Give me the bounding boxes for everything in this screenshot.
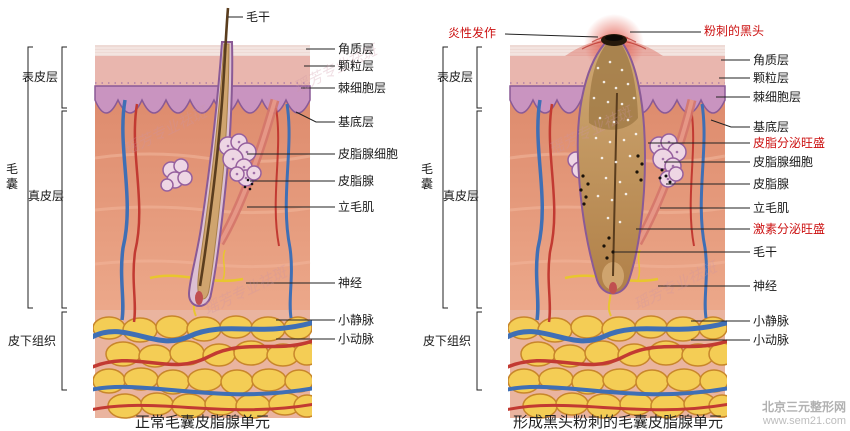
site-watermark: 北京三元整形网 www.sem21.com — [730, 398, 846, 427]
p2-label-stratum-spinosum: 棘细胞层 — [753, 90, 802, 104]
p1-label-stratum-spinosum: 棘细胞层 — [338, 81, 387, 95]
p1-label-dermis: 真皮层 — [28, 189, 65, 203]
p2-label-dermis: 真皮层 — [443, 189, 480, 203]
comedone-follicle — [576, 39, 647, 295]
p1-label-epidermis: 表皮层 — [22, 70, 59, 84]
p1-label-sebaceous-cells: 皮脂腺细胞 — [338, 147, 399, 161]
blackhead-plug — [601, 34, 627, 46]
p2-label-stratum-corneum: 角质层 — [753, 53, 790, 67]
site-watermark-name: 北京三元整形网 — [761, 400, 846, 414]
hair-shaft — [198, 7, 230, 287]
p2-label-epidermis: 表皮层 — [437, 70, 474, 84]
p1-label-follicle: 毛囊 — [5, 162, 18, 191]
p1-label-arrector-pili: 立毛肌 — [338, 200, 375, 214]
p2-label-arteriole: 小动脉 — [753, 333, 790, 347]
p2-label-arrector-pili: 立毛肌 — [753, 201, 790, 215]
p1-label-nerve: 神经 — [338, 276, 363, 290]
p1-label-subcutis: 皮下组织 — [8, 334, 57, 348]
p1-label-stratum-granulosum: 颗粒层 — [338, 59, 375, 73]
p2-label-sebum-hypersecretion: 皮脂分泌旺盛 — [753, 136, 826, 150]
p1-label-stratum-basale: 基底层 — [338, 115, 375, 129]
p1-label-sebaceous-gland: 皮脂腺 — [338, 174, 375, 188]
panel-comedone-illustration — [505, 14, 735, 418]
caption-comedone-unit: 形成黑头粉刺的毛囊皮脂腺单元 — [512, 414, 723, 431]
p2-label-inflammation: 炎性发作 — [448, 26, 497, 40]
panel-normal-illustration — [90, 7, 320, 418]
p2-label-subcutis: 皮下组织 — [423, 334, 472, 348]
p2-label-sebaceous-gland: 皮脂腺 — [753, 177, 790, 191]
caption-normal-unit: 正常毛囊皮脂腺单元 — [134, 414, 270, 431]
hair-shaft-inside — [612, 92, 618, 277]
p2-label-nerve: 神经 — [753, 279, 778, 293]
p1-label-stratum-corneum: 角质层 — [338, 42, 375, 56]
p2-label-stratum-basale: 基底层 — [753, 120, 790, 134]
p2-label-follicle: 毛囊 — [420, 162, 433, 191]
p2-label-hair-shaft: 毛干 — [753, 245, 778, 259]
p2-label-stratum-granulosum: 颗粒层 — [753, 71, 790, 85]
p1-label-venule: 小静脉 — [338, 313, 375, 327]
p1-label-hair-shaft: 毛干 — [246, 10, 271, 24]
site-watermark-url: www.sem21.com — [762, 415, 846, 427]
leader-lines — [27, 16, 750, 391]
sebaceous-gland-right — [649, 133, 687, 188]
p2-label-venule: 小静脉 — [753, 314, 790, 328]
p2-label-blackhead: 粉刺的黑头 — [704, 24, 765, 38]
p1-label-arteriole: 小动脉 — [338, 332, 375, 346]
sebaceous-gland-left — [160, 158, 193, 192]
p2-label-hormone-hypersecretion: 激素分泌旺盛 — [753, 222, 826, 236]
p2-label-sebaceous-cells: 皮脂腺细胞 — [753, 155, 814, 169]
